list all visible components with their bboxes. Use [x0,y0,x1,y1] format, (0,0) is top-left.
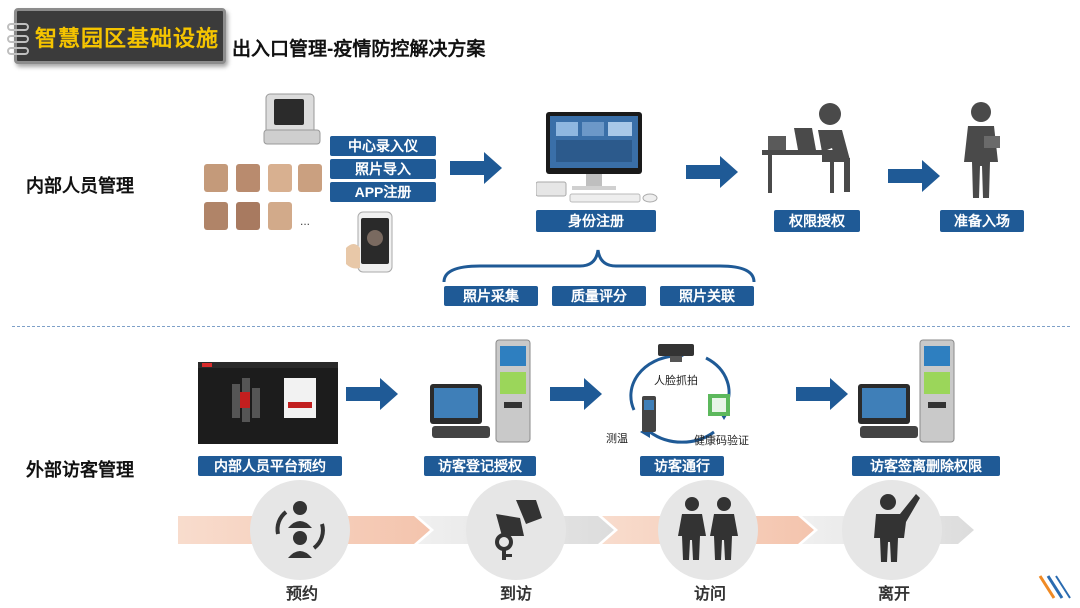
step-visitor-register: 访客登记授权 [424,456,536,476]
step-identity-register: 身份注册 [536,210,656,232]
people-exchange-icon [275,501,325,558]
substep-photo-link: 照片关联 [660,286,754,306]
page-subtitle: 出入口管理-疫情防控解决方案 [232,39,486,60]
waving-person-icon [874,494,920,562]
flow-arrow-icon [796,378,848,410]
more-photos-ellipsis: ... [300,214,311,228]
binder-ring-icon [7,35,29,43]
cycle-label-temperature: 测温 [606,433,628,445]
face-photo [236,164,260,192]
step-ready-entry: 准备入场 [940,210,1024,232]
grouping-brace [442,249,756,283]
face-photo [204,202,228,230]
flow-arrow-icon [686,156,738,188]
step-visitor-checkout: 访客签离删除权限 [852,456,1000,476]
mobile-phone-icon [346,211,393,273]
cycle-label-face-capture: 人脸抓拍 [654,375,698,387]
binder-ring-icon [7,47,29,55]
brand-logo-icon [1038,575,1071,599]
face-photo [204,164,228,192]
section-divider [12,326,1070,327]
enrollment-kiosk-icon [263,93,321,145]
step-platform-booking: 内部人员平台预约 [198,456,342,476]
internal-section-label: 内部人员管理 [26,176,134,196]
header-badge: 智慧园区基础设施 [7,8,226,64]
flow-arrow-icon [346,378,398,410]
pass-check-cycle [629,344,731,444]
visitor-kiosk-icon [430,339,531,443]
substep-photo-capture: 照片采集 [444,286,538,306]
badge-title: 智慧园区基础设施 [35,26,220,51]
handshake-people-icon [678,497,738,560]
stage-label-reserve: 预约 [285,586,318,603]
flow-arrow-icon [450,152,502,184]
step-visitor-pass: 访客通行 [640,456,724,476]
binder-ring-icon [7,23,29,31]
face-photo [268,202,292,230]
input-method-photo-import: 照片导入 [330,159,436,179]
operator-at-desk-icon [762,103,850,193]
cycle-label-health-code: 健康码验证 [694,435,749,447]
stage-circle-visit [658,480,758,580]
booking-platform-screen [198,362,338,444]
face-photo [236,202,260,230]
computer-workstation-icon [536,112,658,203]
flow-arrow-icon [888,160,940,192]
input-method-center-enroller: 中心录入仪 [330,136,436,156]
face-photo [298,164,322,192]
visitor-checkout-kiosk-icon [858,339,955,443]
stage-circle-reserve [250,480,350,580]
substep-quality-score: 质量评分 [552,286,646,306]
stage-label-arrive: 到访 [499,586,532,603]
step-permission-grant: 权限授权 [774,210,860,232]
person-ready-icon [964,102,1000,198]
external-section-label: 外部访客管理 [26,460,134,480]
stage-label-leave: 离开 [877,586,910,603]
key-hand-icon [495,500,542,560]
stage-label-visit: 访问 [693,586,726,603]
input-method-app-register: APP注册 [330,182,436,202]
face-photo [268,164,292,192]
flow-arrow-icon [550,378,602,410]
